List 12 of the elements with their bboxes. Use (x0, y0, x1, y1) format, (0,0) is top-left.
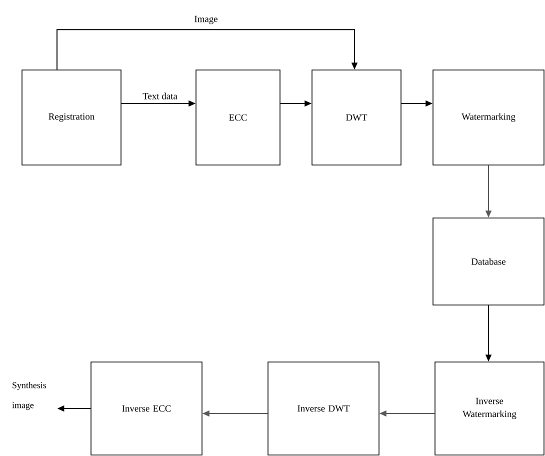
process-box: Inverse Watermarking (434, 362, 544, 456)
process-box: DWT (312, 70, 402, 166)
output-text: Synthesis image (12, 382, 46, 410)
arrow (56, 29, 358, 70)
process-box: ECC (196, 70, 280, 166)
process-box: Inverse DWT (268, 362, 380, 456)
process-box: Database (432, 218, 544, 306)
edge-label: Image (193, 14, 219, 26)
process-box: Registration (22, 70, 122, 166)
edge-label: Text data (142, 92, 178, 100)
process-box: Watermarking (432, 70, 544, 166)
process-box: Inverse ECC (90, 362, 202, 456)
